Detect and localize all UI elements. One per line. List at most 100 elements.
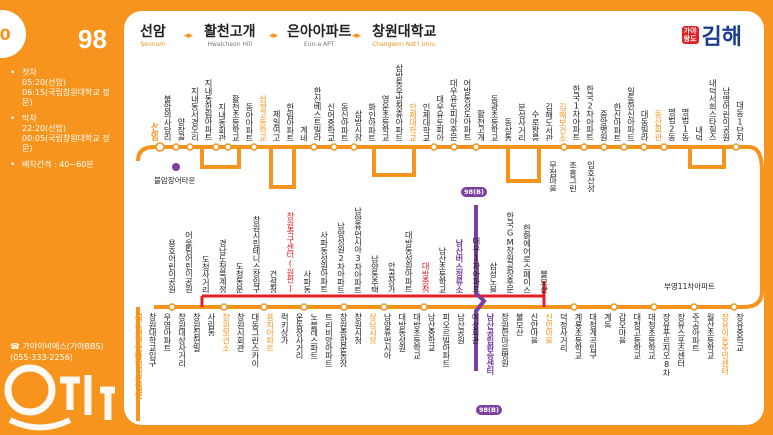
stop-label: 여성회관 (470, 313, 480, 344)
stop-label: 양장골 (176, 117, 186, 141)
stop-label: 사림동 (206, 313, 216, 337)
stop-label: 대청초등학교 (646, 313, 656, 360)
first-bus-time-1: 05:20(선암) (21, 78, 67, 87)
stop-label: 김해도서관 (544, 102, 554, 142)
stop-label: 대우1차아파트 (471, 237, 481, 293)
interval-row: • 배차간격 : 40~60분 (10, 160, 94, 170)
stop-label: 대동1단지 (735, 100, 744, 141)
stop-label: 운동장사거리 (294, 313, 304, 360)
stop-label: 대동그린스카이 (250, 313, 260, 367)
stop-label: 안골상가 (386, 262, 396, 293)
stop-label: 대청계곡입구 (588, 313, 598, 360)
stop-label: 창원한마음병원 (500, 313, 510, 367)
stop-label: 활천초등학교 (230, 94, 240, 141)
last-bus-row: • 막차 22:20(선암) 00:05(국립창원대학교 정문) (10, 114, 120, 154)
stop-label: 임호산성 (586, 161, 595, 192)
stop-label: 동산회관 (653, 110, 663, 141)
stop-label: 창원집현빌 (191, 313, 201, 352)
interval-text: 배차간격 : 40~60분 (22, 160, 94, 169)
stop-label: 남산초등학교 (437, 246, 447, 293)
stop-label: 남산공원 (456, 313, 466, 344)
stop-label: 장유중학교 (735, 313, 744, 352)
stop-label: 노블레스파트 (309, 313, 319, 360)
stop-label: 한화에어로스페이스 (522, 223, 532, 293)
stop-label: 내덕 (694, 125, 704, 141)
route-lines (136, 142, 764, 421)
stop-label: 명법1동 (680, 108, 690, 141)
stop-label: 사파동성원아파트 (319, 231, 329, 293)
stop-label: 남양휴먼시아 (382, 313, 392, 360)
gimhae-brand-logo: 가야 왕도 김해 (681, 19, 742, 51)
stop-label: 내덕서희스타힐스 (707, 79, 717, 141)
stop-label: 불암의사당리 (162, 94, 172, 141)
stop-label: 대방동성원아파트 (403, 231, 413, 293)
stop-label: 동광초등학교 (489, 94, 499, 141)
stop-label: 대청고등학교 (632, 313, 642, 360)
schedule-info: • 첫차 05:20(선암) 06:15(국립창원대학교 정문) • 막차 22… (10, 68, 120, 176)
stop-label: 도청동문 (234, 262, 244, 293)
stop-label: 제일여고 (271, 110, 281, 141)
stop-label: 장유스포츠센터 (676, 313, 686, 367)
stop-label: 창원대상사거리 (177, 313, 187, 367)
stop-label: 경남도청북계정 (217, 239, 227, 293)
stop-label: 남산중학교 (426, 313, 436, 352)
stop-label: 수로왕릉 (530, 110, 540, 141)
stop-label: 한국2차아파트 (585, 85, 595, 141)
stop-label: 남양동주택 (369, 254, 379, 294)
stop-label: 대우유토피아후문 (448, 79, 458, 141)
stop-label: 주공아파트 (690, 313, 700, 352)
stop-label: 삼정고등학교 (258, 94, 268, 141)
stop-label: 한신베스트빌라 (312, 87, 322, 141)
bidirectional-arrow-icon: ◂▸ (352, 31, 362, 41)
side-panel: :0 98 • 첫차 05:20(선암) 06:15(국립창원대학교 정문) •… (0, 0, 122, 435)
right-return-line (154, 145, 764, 309)
brand-name: 김해 (701, 25, 742, 50)
stop-label: 남양휴먼시아3차아파트 (353, 206, 362, 294)
stop-label: 무접마을 (548, 161, 557, 192)
stop-label: 선암 (149, 122, 158, 141)
stop-label: 남산버스정류소 (454, 239, 464, 293)
stop-label: 신어중학교 (326, 102, 336, 142)
stop-label: 불암장어타운 (154, 176, 196, 185)
stop-label: 한국1차아파트 (571, 85, 581, 141)
bus-mascot-icon: :0 (0, 10, 26, 58)
stop-label: 계동 (602, 313, 612, 329)
stop-label: 용지아파트 (265, 313, 275, 352)
stop-label: 명법2동 (666, 108, 676, 141)
stop-label: 삼성노블 (488, 262, 498, 293)
stop-label: 동상동 (503, 117, 513, 141)
stop-label: 갑오마을 (617, 313, 627, 344)
stop-label: 피오르빌아파트 (441, 313, 451, 367)
route-badge-top: 98(B) (461, 187, 487, 197)
stop-label: 대방초등학교 (411, 313, 421, 360)
stop-label: 화인아파트 (367, 102, 377, 142)
stop-label: 김해보건소 (557, 102, 567, 142)
stop-label: 삼방시장 (353, 110, 363, 141)
stop-label: 장유이동주민센터 (720, 313, 730, 375)
stop-label: 건설청 (268, 269, 278, 293)
contact-info: ☎ 가야이비에스(가야BBS) (055-333-2256) (10, 341, 120, 363)
stop-label: 조흥그린 (568, 161, 577, 192)
stop-label: 창원종합운동장 (338, 313, 348, 367)
stop-dots (155, 142, 740, 311)
stop-label: 불모산 (514, 313, 524, 337)
stop-label: 남산공립환승센터 (485, 313, 495, 375)
bidirectional-arrow-icon: ◂▸ (184, 31, 194, 41)
loop-5 (688, 147, 726, 169)
company-name: 가야이비에스(가야BBS) (22, 342, 104, 351)
stop-label: 창원시청 (353, 313, 363, 344)
stop-label: 삼방동우방청휴아파트 (394, 64, 404, 141)
stop-label: 동신아파트 (339, 102, 349, 142)
stop-label: 한림아파트 (285, 102, 295, 142)
last-bus-time-2: 00:05(국립창원대학교 정문) (21, 134, 110, 153)
route-badge-bottom: 98(B) (476, 405, 502, 415)
stop-label: 활천고개 (476, 110, 486, 141)
stop-label: 한신아파트 (612, 102, 622, 142)
stop-label: 트리비앙아파트 (323, 313, 333, 367)
stop-label: 일동한신아파트 (625, 87, 635, 141)
stop-label: 국립창원대학교정문 (133, 313, 142, 399)
